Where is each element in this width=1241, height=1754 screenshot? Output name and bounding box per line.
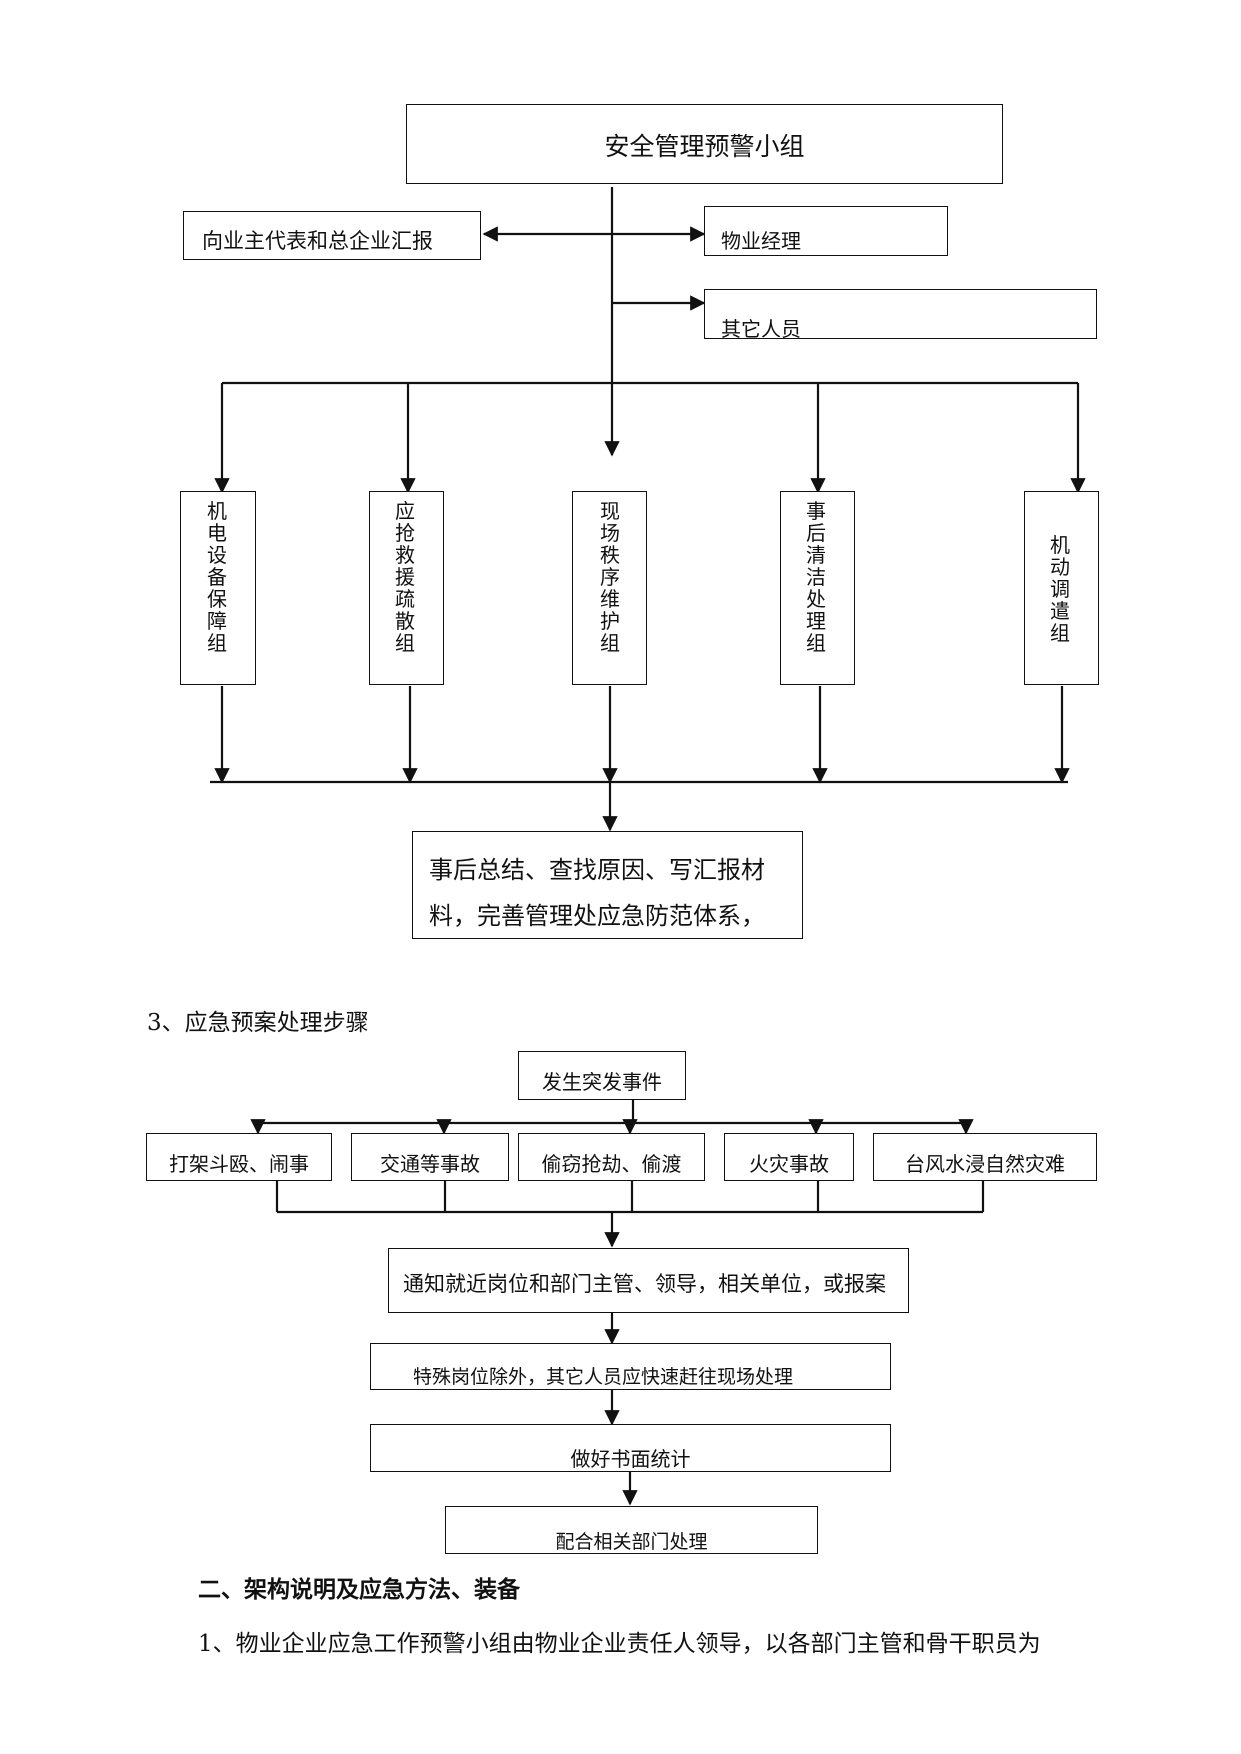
- step3-box: 做好书面统计: [370, 1424, 891, 1472]
- report-box: 向业主代表和总企业汇报: [183, 211, 481, 260]
- top-group-box: 安全管理预警小组: [406, 104, 1003, 184]
- event-box-4: 火灾事故: [724, 1133, 854, 1181]
- group-label-2: 应抢救援疏散组: [395, 499, 415, 655]
- group-box-5: 机动调遣组: [1024, 491, 1099, 685]
- step4-box: 配合相关部门处理: [445, 1506, 818, 1554]
- step2-label: 特殊岗位除外，其它人员应快速赶往现场处理: [413, 1366, 794, 1388]
- group-box-4: 事后清洁处理组: [780, 491, 855, 685]
- others-label: 其它人员: [721, 317, 801, 341]
- manager-box: 物业经理: [704, 206, 948, 256]
- event-box-5: 台风水浸自然灾难: [873, 1133, 1097, 1181]
- group-box-1: 机电设备保障组: [180, 491, 256, 685]
- event-label-4: 火灾事故: [749, 1152, 829, 1176]
- group-box-2: 应抢救援疏散组: [369, 491, 444, 685]
- step4-label: 配合相关部门处理: [555, 1531, 708, 1553]
- group-label-5: 机动调遣组: [1050, 533, 1070, 645]
- event-box-2: 交通等事故: [351, 1133, 509, 1181]
- event-label-3: 偷窃抢劫、偷渡: [541, 1152, 682, 1176]
- report-label: 向业主代表和总企业汇报: [202, 229, 433, 253]
- event-box-1: 打架斗殴、闹事: [146, 1133, 332, 1181]
- start-event-box: 发生突发事件: [518, 1051, 686, 1100]
- step3-label: 做好书面统计: [570, 1447, 691, 1471]
- section-3-title: 3、应急预案处理步骤: [147, 1010, 369, 1036]
- event-box-3: 偷窃抢劫、偷渡: [518, 1133, 705, 1181]
- event-label-1: 打架斗殴、闹事: [169, 1152, 309, 1176]
- summary-line-1: 事后总结、查找原因、写汇报材: [429, 856, 765, 884]
- summary-line-2: 料，完善管理处应急防范体系，: [429, 902, 765, 930]
- start-event-label: 发生突发事件: [542, 1070, 662, 1094]
- section-2-heading: 二、架构说明及应急方法、装备: [198, 1576, 520, 1603]
- group-label-4: 事后清洁处理组: [806, 499, 826, 655]
- paragraph-1: 1、物业企业应急工作预警小组由物业企业责任人领导，以各部门主管和骨干职员为: [198, 1631, 1041, 1657]
- manager-label: 物业经理: [721, 229, 801, 253]
- step1-box: 通知就近岗位和部门主管、领导，相关单位，或报案: [388, 1248, 909, 1313]
- group-box-3: 现场秩序维护组: [572, 491, 647, 685]
- group-label-3: 现场秩序维护组: [600, 499, 620, 655]
- event-label-2: 交通等事故: [380, 1152, 480, 1176]
- event-label-5: 台风水浸自然灾难: [905, 1152, 1065, 1176]
- step2-box: 特殊岗位除外，其它人员应快速赶往现场处理: [370, 1343, 891, 1390]
- group-label-1: 机电设备保障组: [207, 499, 227, 655]
- summary-box: 事后总结、查找原因、写汇报材 料，完善管理处应急防范体系，: [412, 831, 803, 939]
- top-group-label: 安全管理预警小组: [604, 132, 805, 161]
- others-box: 其它人员: [704, 289, 1097, 341]
- step1-label: 通知就近岗位和部门主管、领导，相关单位，或报案: [403, 1272, 886, 1296]
